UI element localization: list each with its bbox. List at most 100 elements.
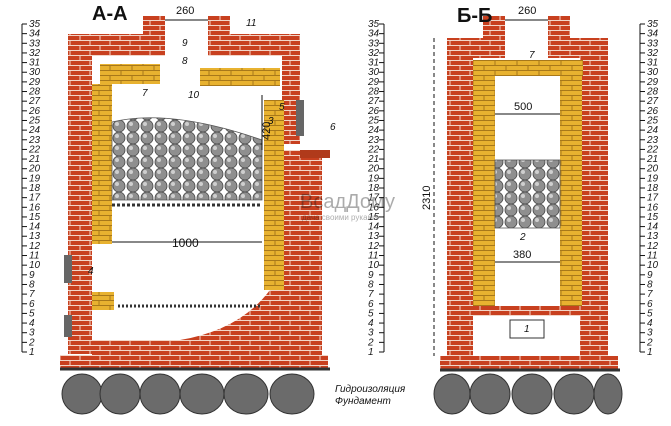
scale-label: 3 [647, 328, 653, 339]
scale-label: 24 [367, 125, 380, 136]
scale-label: 8 [368, 279, 374, 290]
scale-label: 7 [29, 289, 35, 300]
scale-label: 20 [28, 164, 41, 175]
scale-label: 21 [646, 154, 658, 165]
callout-a: 7 [142, 88, 148, 99]
scale-label: 1 [29, 347, 35, 358]
stone-heap-b [494, 159, 561, 229]
scale-label: 18 [647, 183, 659, 194]
outer-right-wall-lower [282, 150, 322, 355]
scale-label: 35 [647, 19, 659, 30]
scale-label: 25 [646, 115, 659, 126]
scale-left: 1234567891011121314151617181920212223242… [21, 19, 41, 358]
scale-label: 15 [29, 212, 41, 223]
scale-label: 7 [647, 289, 653, 300]
scale-label: 13 [647, 231, 659, 242]
dim-a-width: 1000 [172, 236, 199, 250]
scale-label: 14 [29, 222, 41, 233]
firebrick-b-top [473, 60, 583, 76]
stone-heap [111, 117, 263, 201]
scale-label: 19 [647, 173, 659, 184]
scale-label: 11 [647, 251, 657, 262]
scale-label: 4 [647, 318, 653, 329]
top-slab-left [68, 34, 165, 56]
scale-label: 12 [29, 241, 41, 252]
base-course-a [60, 355, 328, 369]
ash-door [64, 315, 72, 337]
scale-label: 16 [29, 202, 41, 213]
outer-b-left-wall [447, 38, 473, 356]
scale-label: 6 [29, 299, 35, 310]
dim-b-total-height: 2310 [421, 186, 433, 210]
scale-label: 26 [28, 106, 41, 117]
firebrick-b-right [560, 76, 582, 306]
scale-label: 35 [368, 19, 380, 30]
callout-b: 7 [529, 50, 535, 61]
callout-a: 4 [88, 266, 94, 277]
scale-label: 29 [28, 77, 41, 88]
scale-label: 33 [29, 38, 41, 49]
callout-a: 5 [279, 102, 285, 113]
scale-label: 4 [29, 318, 35, 329]
foundation-stones-a [61, 373, 315, 415]
scale-label: 22 [646, 144, 659, 155]
scale-label: 21 [367, 154, 379, 165]
dim-b-top-gap: 260 [518, 5, 536, 17]
scale-label: 9 [368, 270, 374, 281]
scale-label: 26 [367, 106, 380, 117]
scale-label: 18 [29, 183, 41, 194]
sloped-floor [92, 290, 282, 355]
scale-label: 15 [647, 212, 659, 223]
watermark-tagline: дача своими руками [302, 213, 378, 222]
scale-label: 33 [368, 38, 380, 49]
step-ledge [300, 150, 330, 158]
scale-label: 17 [368, 193, 380, 204]
foundation-label: Фундамент [335, 396, 391, 407]
scale-label: 32 [368, 48, 380, 59]
scale-label: 6 [368, 299, 374, 310]
dim-b-inner-width: 500 [514, 101, 532, 113]
scale-label: 2 [646, 337, 653, 348]
scale-label: 34 [29, 29, 41, 40]
scale-label: 20 [646, 164, 659, 175]
scale-label: 32 [647, 48, 659, 59]
scale-label: 2 [28, 337, 35, 348]
dim-a-height: 420 [261, 122, 273, 140]
dim-b-lower-width: 380 [513, 249, 531, 261]
scale-label: 23 [646, 135, 659, 146]
scale-label: 11 [29, 251, 39, 262]
scale-label: 9 [29, 270, 35, 281]
scale-label: 29 [367, 77, 380, 88]
outer-b-right-wall [580, 38, 608, 356]
scale-label: 5 [647, 308, 653, 319]
firebrick-top-left [100, 64, 160, 84]
section-a: А-А 260 1000 420 11 9 8 10 7 5 3 6 4 Гид… [60, 3, 406, 415]
scale-right: 1234567891011121314151617181920212223242… [639, 19, 659, 358]
outer-right-wall-upper [282, 34, 300, 144]
scale-label: 30 [647, 67, 659, 78]
ash-pit-b [473, 306, 583, 316]
scale-label: 2 [367, 337, 374, 348]
outer-left-wall [68, 34, 92, 354]
foundation-stones-b [433, 373, 623, 415]
scale-label: 11 [368, 251, 378, 262]
scale-label: 16 [368, 202, 380, 213]
scale-label: 1 [647, 347, 653, 358]
scale-label: 27 [367, 96, 380, 107]
scale-label: 31 [29, 58, 40, 69]
scale-label: 10 [368, 260, 380, 271]
callout-a: 8 [182, 56, 188, 67]
dim-a-top-gap: 260 [176, 5, 194, 17]
scale-label: 22 [367, 144, 380, 155]
scale-label: 17 [29, 193, 41, 204]
scale-label: 9 [647, 270, 653, 281]
callout-a: 10 [188, 90, 200, 101]
scale-label: 28 [28, 87, 41, 98]
scale-label: 16 [647, 202, 659, 213]
waterproofing-label: Гидроизоляция [335, 384, 406, 395]
scale-label: 18 [368, 183, 380, 194]
section-title: А-А [92, 3, 128, 25]
scale-label: 23 [367, 135, 380, 146]
scale-label: 1 [368, 347, 374, 358]
